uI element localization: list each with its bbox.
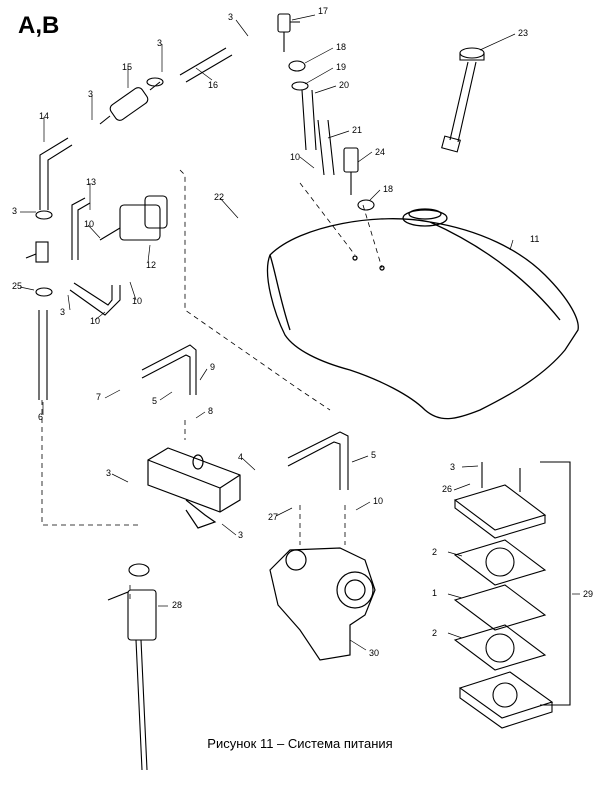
callout-label: 4 <box>238 452 243 462</box>
callout-label: 10 <box>373 496 383 506</box>
callout-label: 19 <box>336 62 346 72</box>
callout-label: 9 <box>210 362 215 372</box>
callout-label: 8 <box>208 406 213 416</box>
callout-label: 28 <box>172 600 182 610</box>
carburetor <box>269 547 376 661</box>
fuel-gauge <box>441 47 485 153</box>
callout-label: 2 <box>432 628 437 638</box>
fuel-tap <box>69 195 168 316</box>
callout-label: 18 <box>383 184 393 194</box>
callout-label: 23 <box>518 28 528 38</box>
pump-repair-kit <box>453 461 571 729</box>
callout-label: 12 <box>146 260 156 270</box>
callout-label: 30 <box>369 648 379 658</box>
callout-label: 10 <box>90 316 100 326</box>
callout-label: 5 <box>152 396 157 406</box>
callout-label: 25 <box>12 281 22 291</box>
throttle-cable <box>107 563 157 771</box>
callout-label: 15 <box>122 62 132 72</box>
callout-label: 3 <box>238 530 243 540</box>
callout-label: 3 <box>12 206 17 216</box>
fuel-filter <box>99 47 233 125</box>
callout-label: 10 <box>132 296 142 306</box>
callout-label: 26 <box>442 484 452 494</box>
figure-title: A,B <box>18 12 60 39</box>
callout-label: 1 <box>432 588 437 598</box>
callout-label: 17 <box>318 6 328 16</box>
callout-label: 27 <box>268 512 278 522</box>
callout-label: 6 <box>38 412 43 422</box>
callout-label: 11 <box>530 234 539 244</box>
callout-label: 7 <box>96 392 101 402</box>
upper-fittings <box>277 13 375 211</box>
leader-lines <box>19 14 580 651</box>
callout-label: 3 <box>157 38 162 48</box>
callout-label: 3 <box>106 468 111 478</box>
callout-label: 3 <box>228 12 233 22</box>
callout-label: 10 <box>290 152 300 162</box>
callout-label: 20 <box>339 80 349 90</box>
dashed-routing-lines <box>41 169 383 600</box>
callout-label: 13 <box>86 177 96 187</box>
callout-label: 24 <box>375 147 385 157</box>
callout-label: 29 <box>583 589 593 599</box>
callout-label: 14 <box>39 111 49 121</box>
callout-label: 3 <box>88 89 93 99</box>
callout-label: 10 <box>84 219 94 229</box>
lower-hoses <box>141 344 349 490</box>
fuel-pump <box>147 447 241 529</box>
callout-label: 3 <box>450 462 455 472</box>
callout-label: 5 <box>371 450 376 460</box>
left-fuel-lines <box>25 137 73 400</box>
callout-label: 18 <box>336 42 346 52</box>
callout-label: 3 <box>60 307 65 317</box>
fuel-tank <box>266 208 579 420</box>
callout-label: 21 <box>352 125 362 135</box>
callout-label: 16 <box>208 80 218 90</box>
callout-label: 22 <box>214 192 224 202</box>
callout-label: 2 <box>432 547 437 557</box>
figure-caption: Рисунок 11 – Система питания <box>207 736 393 751</box>
